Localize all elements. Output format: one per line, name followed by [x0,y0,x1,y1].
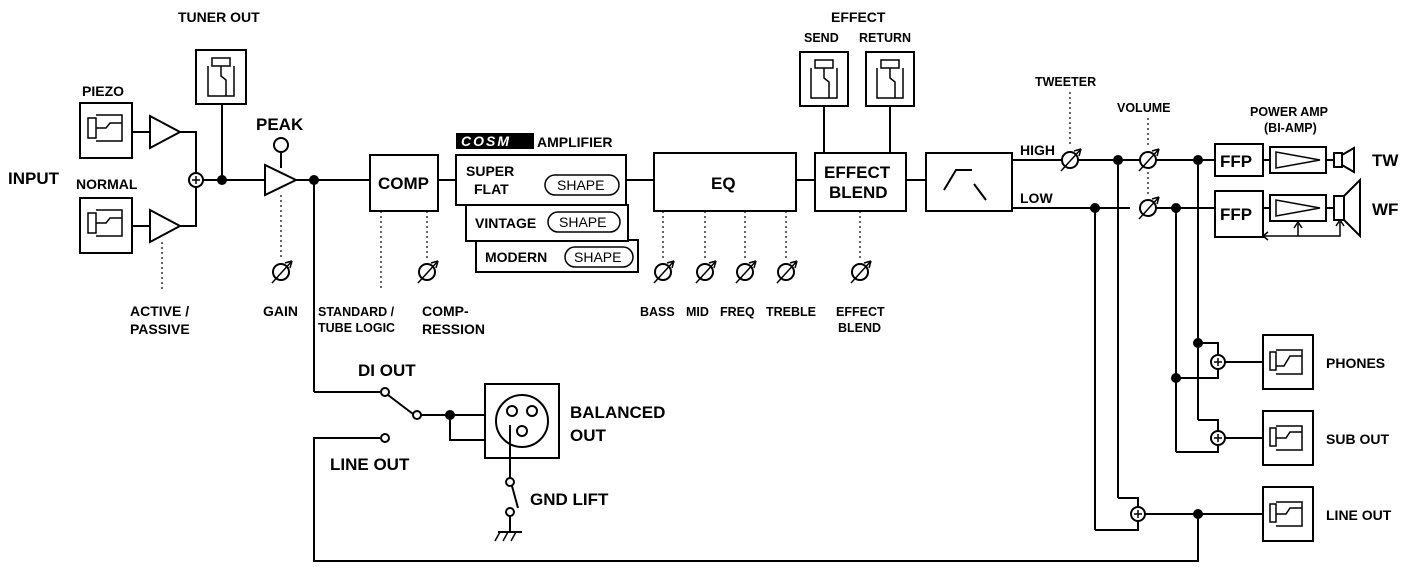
shape-button-modern[interactable] [564,246,634,268]
gnd-lift-label: GND LIFT [530,490,609,509]
mid-knob-icon[interactable] [695,260,717,284]
shape-button-vintage[interactable] [547,211,621,233]
piezo-label: PIEZO [82,83,124,99]
tuner-out-label: TUNER OUT [178,9,260,25]
shape-label-modern: SHAPE [574,249,621,265]
standard-label-1: STANDARD / [318,305,395,319]
effect-send-jack-icon [799,51,849,107]
active-passive-label-1: ACTIVE / [130,303,189,319]
line-out-right-jack-icon [1262,486,1314,542]
super-flat-label-2: FLAT [474,181,509,197]
effect-blend-box-label-2: BLEND [829,183,888,202]
effect-label: EFFECT [831,9,886,25]
peak-indicator-icon [273,137,289,153]
line-out-right-label: LINE OUT [1326,507,1392,523]
effect-blend-block [814,152,907,212]
tweeter-speaker-icon [1333,146,1355,174]
normal-preamp-icon [149,208,183,244]
input-label: INPUT [8,169,60,188]
ffp-low-block [1214,190,1264,238]
treble-label: TREBLE [766,305,816,319]
compression-knob-icon[interactable] [417,260,439,284]
ground-icon [494,531,522,542]
super-flat-amp-box [455,154,627,206]
normal-label: NORMAL [76,176,138,192]
normal-jack-icon [79,197,133,254]
volume-label: VOLUME [1117,101,1170,115]
input-mix-icon [188,172,204,188]
vintage-amp-box [465,204,629,242]
low-label: LOW [1020,190,1053,206]
balanced-out-label-1: BALANCED [570,403,665,422]
line-out-mix-icon [1130,506,1146,522]
gain-amp-icon [264,163,299,197]
di-out-label: DI OUT [358,361,416,380]
cosm-logo: COSM [456,133,534,149]
compression-label-2: RESSION [422,321,485,337]
mid-label: MID [686,305,709,319]
svg-text:COSM: COSM [461,133,511,149]
effect-blend-box-label-1: EFFECT [824,163,891,182]
modern-label: MODERN [485,249,547,265]
gnd-lift-switch-icon[interactable] [511,485,519,509]
woofer-speaker-icon [1333,177,1361,239]
amplifier-label: AMPLIFIER [537,134,612,150]
wf-label: WF [1372,200,1398,219]
freq-label: FREQ [720,305,755,319]
compression-label-1: COMP- [422,303,469,319]
balanced-out-label-2: OUT [570,426,607,445]
eq-block [653,152,797,212]
gain-label: GAIN [263,303,298,319]
phones-mix-icon [1210,354,1226,370]
send-label: SEND [804,31,839,45]
bass-label: BASS [640,305,675,319]
crossover-block [925,152,1013,212]
tuner-out-jack-icon [195,49,247,105]
phones-jack-icon [1262,334,1314,390]
comp-label: COMP [378,174,429,193]
phones-label: PHONES [1326,355,1385,371]
line-out-left-label: LINE OUT [330,455,410,474]
freq-knob-icon[interactable] [735,260,757,284]
effect-blend-label-2: BLEND [838,321,881,335]
tw-label: TW [1372,151,1399,170]
peak-label: PEAK [256,115,304,134]
effect-blend-label-1: EFFECT [836,305,885,319]
ffp-low-label: FFP [1220,205,1252,224]
power-amp-label-1: POWER AMP [1250,105,1328,119]
bass-knob-icon[interactable] [653,260,675,284]
sub-out-label: SUB OUT [1326,431,1389,447]
shape-label-vintage: SHAPE [559,214,606,230]
piezo-jack-icon [79,102,133,159]
sub-out-mix-icon [1210,430,1226,446]
effect-blend-knob-icon[interactable] [850,260,872,284]
tweeter-label: TWEETER [1035,75,1096,89]
crossover-icon [943,169,987,201]
gain-knob-icon[interactable] [271,260,293,284]
standard-label-2: TUBE LOGIC [318,321,395,335]
effect-return-jack-icon [865,51,915,107]
balanced-out-xlr-icon [484,383,560,459]
power-amp-label-2: (BI-AMP) [1264,121,1317,135]
treble-knob-icon[interactable] [776,260,798,284]
high-label: HIGH [1020,142,1055,158]
return-label: RETURN [859,31,911,45]
active-passive-label-2: PASSIVE [130,321,190,337]
sub-out-jack-icon [1262,410,1314,466]
piezo-preamp-icon [149,114,183,150]
super-flat-label-1: SUPER [466,163,514,179]
eq-label: EQ [711,174,736,193]
comp-block [369,154,439,212]
ffp-high-label: FFP [1220,152,1252,171]
shape-label-super-flat: SHAPE [557,177,604,193]
di-line-switch-icon[interactable] [387,394,414,415]
vintage-label: VINTAGE [475,215,536,231]
shape-button-super-flat[interactable] [544,174,620,196]
